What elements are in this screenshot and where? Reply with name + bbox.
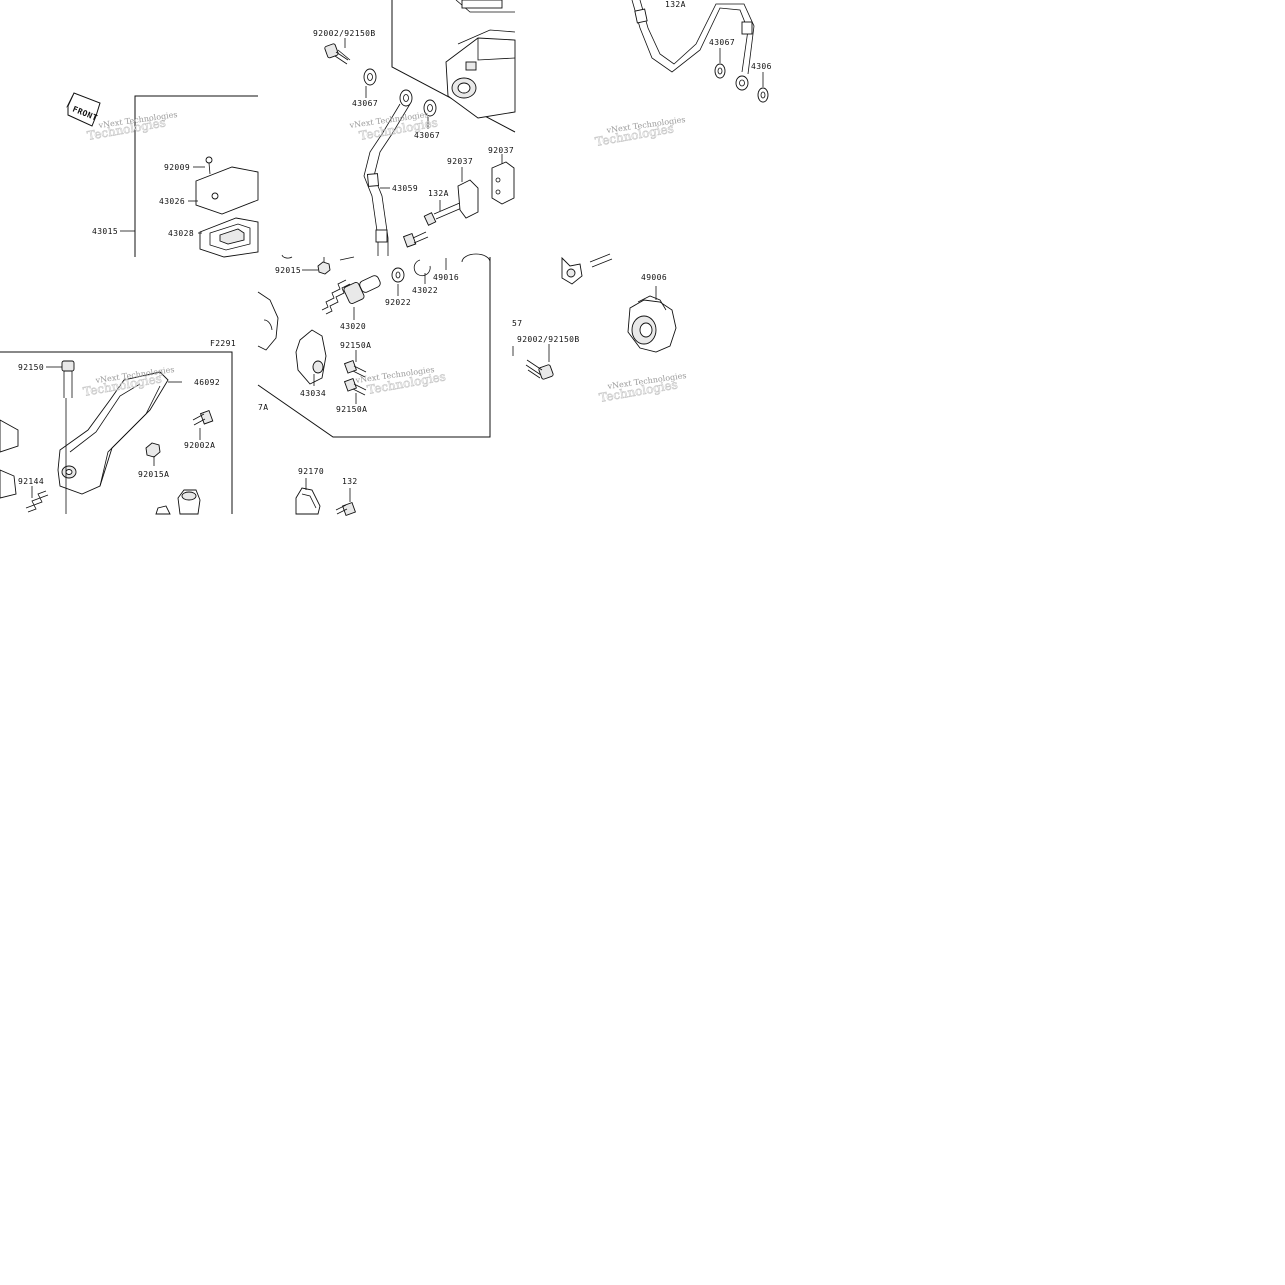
front-arrow-icon: FRONT — [66, 92, 101, 127]
part-label: 92009 — [164, 163, 190, 172]
part-label: 92002/92150B — [517, 335, 580, 344]
part-label: 4306 — [751, 62, 772, 71]
part-label: 43026 — [159, 197, 185, 206]
piston-kit-group — [281, 253, 491, 320]
part-label: 92144 — [18, 477, 44, 486]
part-label: 92002/92150B — [313, 29, 376, 38]
holder-clamp-group — [257, 291, 367, 404]
part-label: 92015A — [138, 470, 169, 479]
part-label: 132A — [665, 0, 686, 9]
part-label: 92037 — [447, 157, 473, 166]
diagram-code: F2291 — [210, 339, 236, 348]
master-cylinder-body — [445, 0, 516, 119]
brake-line-group — [631, 0, 769, 103]
part-label: 92022 — [385, 298, 411, 307]
brake-hose-group — [324, 38, 515, 256]
brake-lever-group — [0, 360, 214, 515]
part-label: 57 — [512, 319, 522, 328]
part-label: 43015 — [92, 227, 118, 236]
part-label: 92150A — [340, 341, 371, 350]
part-label: 92170 — [298, 467, 324, 476]
part-label: 43028 — [168, 229, 194, 238]
hose-clip-group — [295, 478, 356, 516]
part-label: 92150A — [336, 405, 367, 414]
part-labels: 132A 43067 4306 92002/92150B 43067 43067… — [18, 0, 772, 486]
watermarks: Technologies vNext Technologies Technolo… — [82, 110, 687, 405]
part-label: 43022 — [412, 286, 438, 295]
part-label: 43020 — [340, 322, 366, 331]
part-label: 92037 — [488, 146, 514, 155]
dust-boot-group — [512, 253, 677, 380]
part-label: 92002A — [184, 441, 215, 450]
part-label: 43067 — [709, 38, 735, 47]
part-label: 92015 — [275, 266, 301, 275]
part-label: 43059 — [392, 184, 418, 193]
part-label: 92150 — [18, 363, 44, 372]
panel-borders — [0, 0, 516, 514]
part-label: 7A — [258, 403, 268, 412]
part-label: 43067 — [352, 99, 378, 108]
part-label: 46092 — [194, 378, 220, 387]
part-label: 49016 — [433, 273, 459, 282]
part-label: 132A — [428, 189, 449, 198]
reservoir-cap-group — [120, 156, 259, 258]
part-label: 49006 — [641, 273, 667, 282]
part-label: 43034 — [300, 389, 326, 398]
part-label: 43067 — [414, 131, 440, 140]
part-label: 132 — [342, 477, 358, 486]
